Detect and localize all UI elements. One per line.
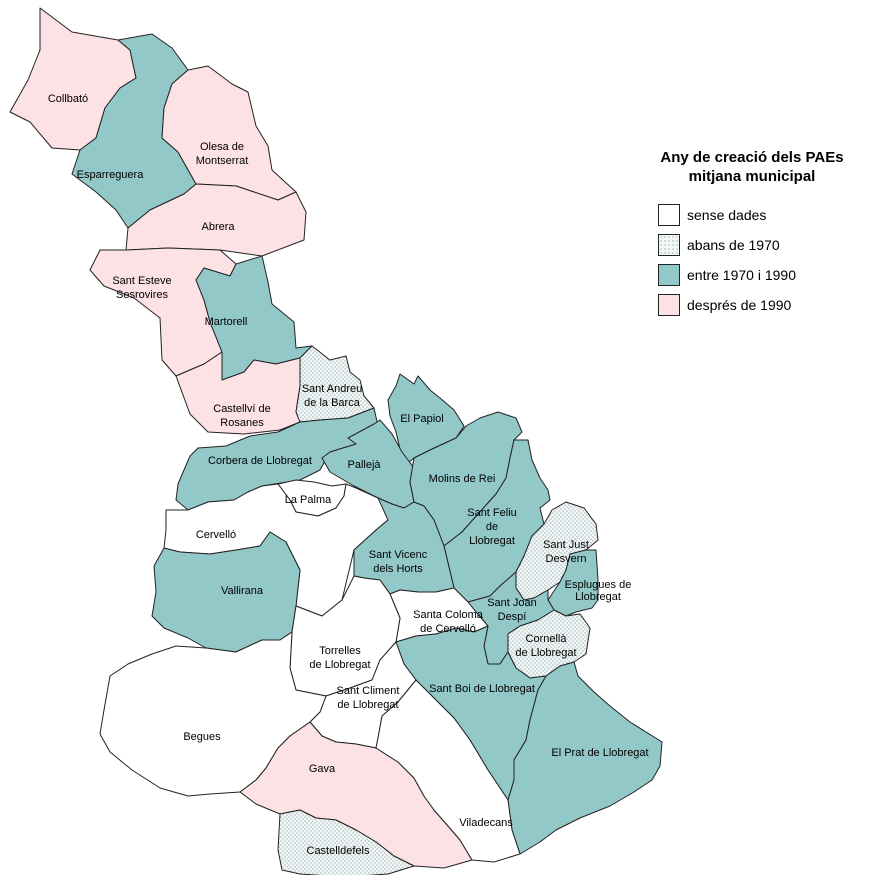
- legend-label: després de 1990: [687, 297, 792, 313]
- legend-item-despres-1990: després de 1990: [658, 290, 877, 320]
- region-gava: [239, 721, 473, 869]
- legend-items: sense dades abans de 1970 entre 1970 i 1…: [658, 200, 877, 320]
- legend-item-entre-1970-1990: entre 1970 i 1990: [658, 260, 877, 290]
- legend-label: abans de 1970: [687, 237, 780, 253]
- label-sant-boi-de-llobregat: Sant Boi de Llobregat: [429, 683, 535, 695]
- label-cervello: Cervelló: [196, 529, 236, 541]
- legend-swatch: [658, 264, 680, 286]
- label-corbera-de-llobregat: Corbera de Llobregat: [208, 455, 312, 467]
- legend-label: sense dades: [687, 207, 767, 223]
- legend-swatch: [658, 294, 680, 316]
- legend-swatch: [658, 204, 680, 226]
- region-esplugues-de-llobregat: [547, 549, 599, 617]
- map-legend: Any de creació dels PAEs mitjana municip…: [632, 148, 877, 320]
- label-palleja: Pallejà: [347, 459, 381, 471]
- label-vallirana: Vallirana: [221, 585, 264, 597]
- legend-title-line-2: mitjana municipal: [688, 168, 816, 185]
- label-el-papiol: El Papiol: [400, 413, 443, 425]
- legend-label: entre 1970 i 1990: [687, 267, 796, 283]
- legend-item-abans-1970: abans de 1970: [658, 230, 877, 260]
- legend-item-sense-dades: sense dades: [658, 200, 877, 230]
- label-la-palma: La Palma: [285, 494, 332, 506]
- label-el-prat-de-llobregat: El Prat de Llobregat: [551, 747, 648, 759]
- legend-title-line-1: Any de creació dels PAEs: [660, 149, 844, 166]
- region-viladecans: [375, 679, 521, 863]
- label-abrera: Abrera: [201, 221, 235, 233]
- region-el-prat-de-llobregat: [507, 661, 663, 855]
- label-gava: Gava: [309, 763, 336, 775]
- legend-swatch: [658, 234, 680, 256]
- legend-title: Any de creació dels PAEs mitjana municip…: [632, 148, 872, 186]
- label-castelldefels: Castelldefels: [307, 845, 370, 857]
- label-collbato: Collbató: [48, 93, 88, 105]
- region-sant-andreu-de-la-barca: [295, 345, 375, 423]
- label-begues: Begues: [183, 731, 221, 743]
- label-martorell: Martorell: [205, 316, 248, 328]
- label-esparreguera: Esparreguera: [77, 169, 145, 181]
- label-molins-de-rei: Molins de Rei: [429, 473, 496, 485]
- region-castelldefels: [277, 809, 415, 875]
- label-viladecans: Viladecans: [459, 817, 513, 829]
